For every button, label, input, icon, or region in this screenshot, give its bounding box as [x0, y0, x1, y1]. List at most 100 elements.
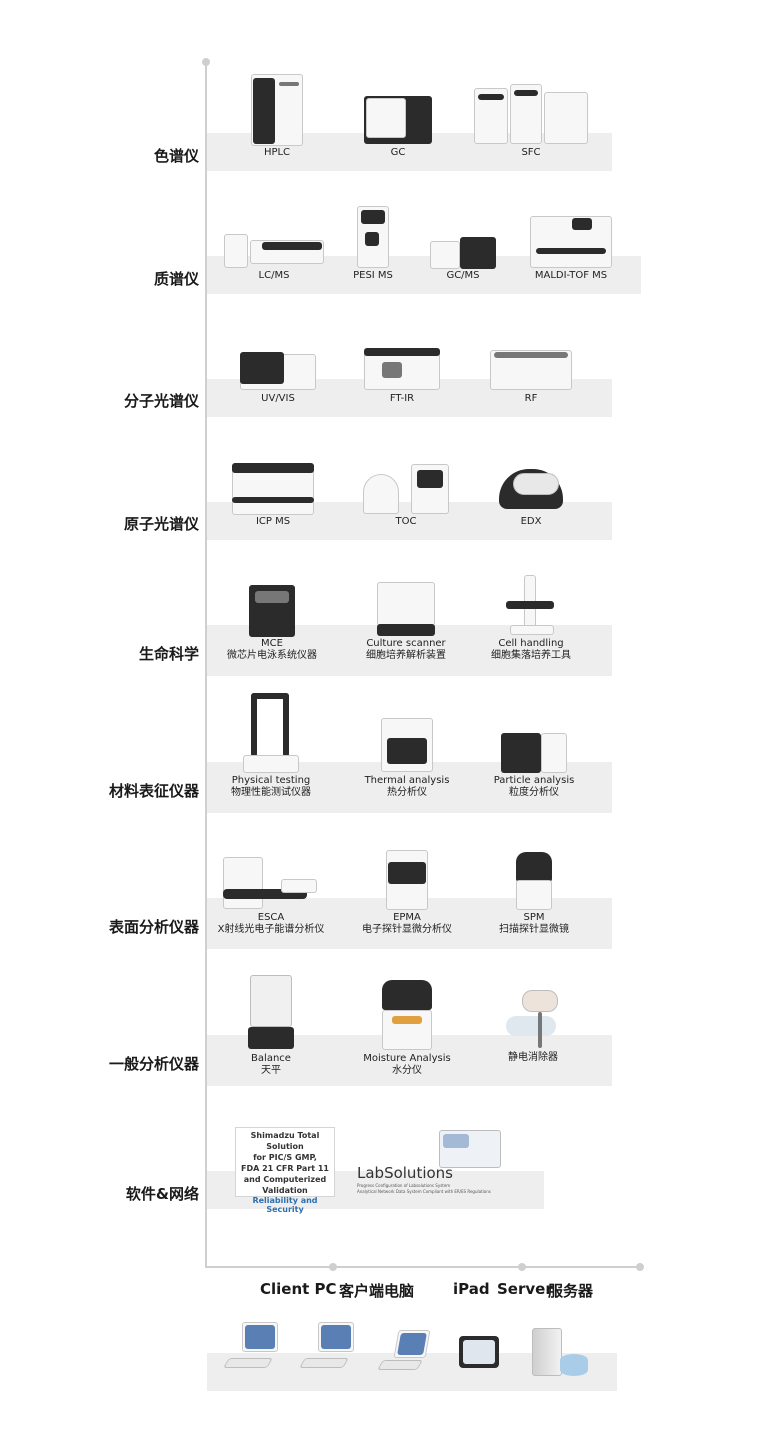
axis-dot: [636, 1263, 644, 1271]
instrument-name: Cell handling: [498, 638, 564, 649]
instrument-name: Physical testing: [231, 775, 311, 786]
category-label: 表面分析仪器: [108, 918, 199, 936]
client-pc-label: Client PC: [260, 1280, 337, 1298]
instrument-subtitle: 细胞培养解析装置: [366, 650, 446, 661]
instrument-thermal-analysis[interactable]: Thermal analysis 热分析仪: [332, 716, 482, 799]
instrument-name: EPMA: [393, 912, 421, 923]
instrument-name: Particle analysis: [493, 775, 575, 786]
instrument-subtitle: 电子探针显微分析仪: [362, 924, 452, 935]
instrument-balance[interactable]: Balance 天平: [196, 973, 346, 1077]
labsolutions-caption: Progress Configuration of Labsolutions S…: [357, 1183, 451, 1188]
instrument-name: LC/MS: [258, 270, 290, 281]
spm-image: [512, 850, 556, 912]
instrument-sfc[interactable]: SFC: [456, 80, 606, 159]
vertical-axis: [205, 62, 207, 1268]
instrument-toc[interactable]: TOC: [331, 460, 481, 528]
instrument-name: Thermal analysis: [364, 775, 450, 786]
edx-image: [493, 463, 569, 516]
instrument-subtitle: 物理性能测试仪器: [231, 787, 311, 798]
instrument-name: FT-IR: [389, 393, 415, 404]
category-label: 一般分析仪器: [108, 1055, 199, 1073]
instrument-uv-vis[interactable]: UV/VIS: [203, 346, 353, 405]
instrument-name: 静电消除器: [508, 1052, 558, 1063]
instrument-moisture-analysis[interactable]: Moisture Analysis 水分仪: [332, 978, 482, 1077]
instrument-static-eliminator[interactable]: 静电消除器: [458, 986, 608, 1064]
instrument-esca[interactable]: ESCA X射线光电子能谱分析仪: [196, 853, 346, 936]
instrument-name: TOC: [395, 516, 417, 527]
instrument-name: Moisture Analysis: [363, 1053, 451, 1064]
category-label: 色谱仪: [153, 147, 199, 165]
maldi-tof-ms-image: [526, 212, 616, 270]
category-label: 软件&网络: [125, 1185, 199, 1203]
icp-ms-image: [230, 459, 316, 516]
instrument-subtitle: 细胞集落培养工具: [491, 650, 571, 661]
instrument-name: PESI MS: [353, 270, 393, 281]
epma-image: [384, 848, 430, 912]
instrument-mce[interactable]: MCE 微芯片电泳系统仪器: [197, 583, 347, 662]
instrument-maldi-tof-ms[interactable]: MALDI-TOF MS: [496, 212, 646, 282]
instrument-rf[interactable]: RF: [456, 346, 606, 405]
desktop-pc-icon: [223, 1320, 282, 1376]
instrument-subtitle: 粒度分析仪: [509, 787, 559, 798]
software-compliance-card[interactable]: Shimadzu Total Solution for PIC/S GMP, F…: [235, 1127, 335, 1214]
instrument-gc[interactable]: GC: [323, 90, 473, 159]
client-pc-cn-label: 客户端电脑: [339, 1282, 415, 1300]
software-card-line: FDA 21 CFR Part 11: [240, 1164, 329, 1173]
hplc-image: [247, 72, 307, 147]
instrument-spm[interactable]: SPM 扫描探针显微镜: [459, 850, 609, 936]
instrument-name: ESCA: [257, 912, 285, 923]
rf-image: [488, 346, 574, 393]
instrument-name: Balance: [251, 1053, 291, 1064]
instrument-name: SFC: [521, 147, 541, 158]
laptop-icon: [377, 1328, 436, 1376]
instrument-hplc[interactable]: HPLC: [202, 72, 352, 159]
uv-vis-image: [236, 346, 320, 393]
instrument-particle-analysis[interactable]: Particle analysis 粒度分析仪: [459, 729, 609, 799]
instrument-subtitle: X射线光电子能谱分析仪: [217, 924, 325, 935]
instrument-subtitle: 扫描探针显微镜: [499, 924, 569, 935]
software-card-line: Shimadzu Total Solution: [250, 1131, 320, 1151]
lcms-image: [222, 228, 326, 270]
instrument-name: MCE: [261, 638, 283, 649]
axis-dot: [518, 1263, 526, 1271]
culture-scanner-image: [373, 580, 439, 638]
instrument-subtitle: 微芯片电泳系统仪器: [227, 650, 317, 661]
static-eliminator-image: [498, 986, 568, 1052]
instrument-icp-ms[interactable]: ICP MS: [198, 459, 348, 528]
instrument-edx[interactable]: EDX: [456, 463, 606, 528]
gcms-image: [428, 233, 498, 270]
instrument-ft-ir[interactable]: FT-IR: [327, 342, 477, 405]
gc-image: [360, 90, 436, 147]
thermal-analysis-image: [379, 716, 435, 775]
instrument-name: RF: [524, 393, 538, 404]
software-screenshot-image: [443, 1134, 469, 1148]
server-cn-label: 服务器: [548, 1282, 594, 1300]
instrument-name: GC: [390, 147, 406, 158]
instrument-cell-handling[interactable]: Cell handling 细胞集落培养工具: [456, 573, 606, 662]
instrument-epma[interactable]: EPMA 电子探针显微分析仪: [332, 848, 482, 936]
axis-dot: [329, 1263, 337, 1271]
software-card-line: Validation: [262, 1186, 308, 1195]
server-icon: [528, 1324, 592, 1382]
instrument-culture-scanner[interactable]: Culture scanner 细胞培养解析装置: [331, 580, 481, 662]
instrument-name: ICP MS: [255, 516, 291, 527]
category-label: 材料表征仪器: [108, 782, 199, 800]
ft-ir-image: [362, 342, 442, 393]
instrument-physical-testing[interactable]: Physical testing 物理性能测试仪器: [196, 691, 346, 799]
instrument-subtitle: 天平: [261, 1065, 281, 1076]
esca-image: [221, 853, 321, 912]
instrument-pesi-ms[interactable]: PESI MS: [298, 204, 448, 282]
category-label: 质谱仪: [153, 270, 199, 288]
horizontal-axis: [205, 1266, 640, 1268]
category-label: 分子光谱仪: [123, 392, 199, 410]
toc-image: [361, 460, 451, 516]
instrument-gcms[interactable]: GC/MS: [388, 233, 538, 282]
category-label: 生命科学: [138, 645, 199, 663]
category-label: 原子光谱仪: [123, 515, 199, 533]
ipad-icon: [457, 1334, 501, 1370]
software-card-tagline: Reliability and Security: [252, 1196, 318, 1214]
instrument-name: EDX: [520, 516, 542, 527]
instrument-lcms[interactable]: LC/MS: [199, 228, 349, 282]
physical-testing-image: [239, 691, 303, 775]
labsolutions-card[interactable]: LabSolutions Progress Configuration of L…: [355, 1128, 505, 1198]
